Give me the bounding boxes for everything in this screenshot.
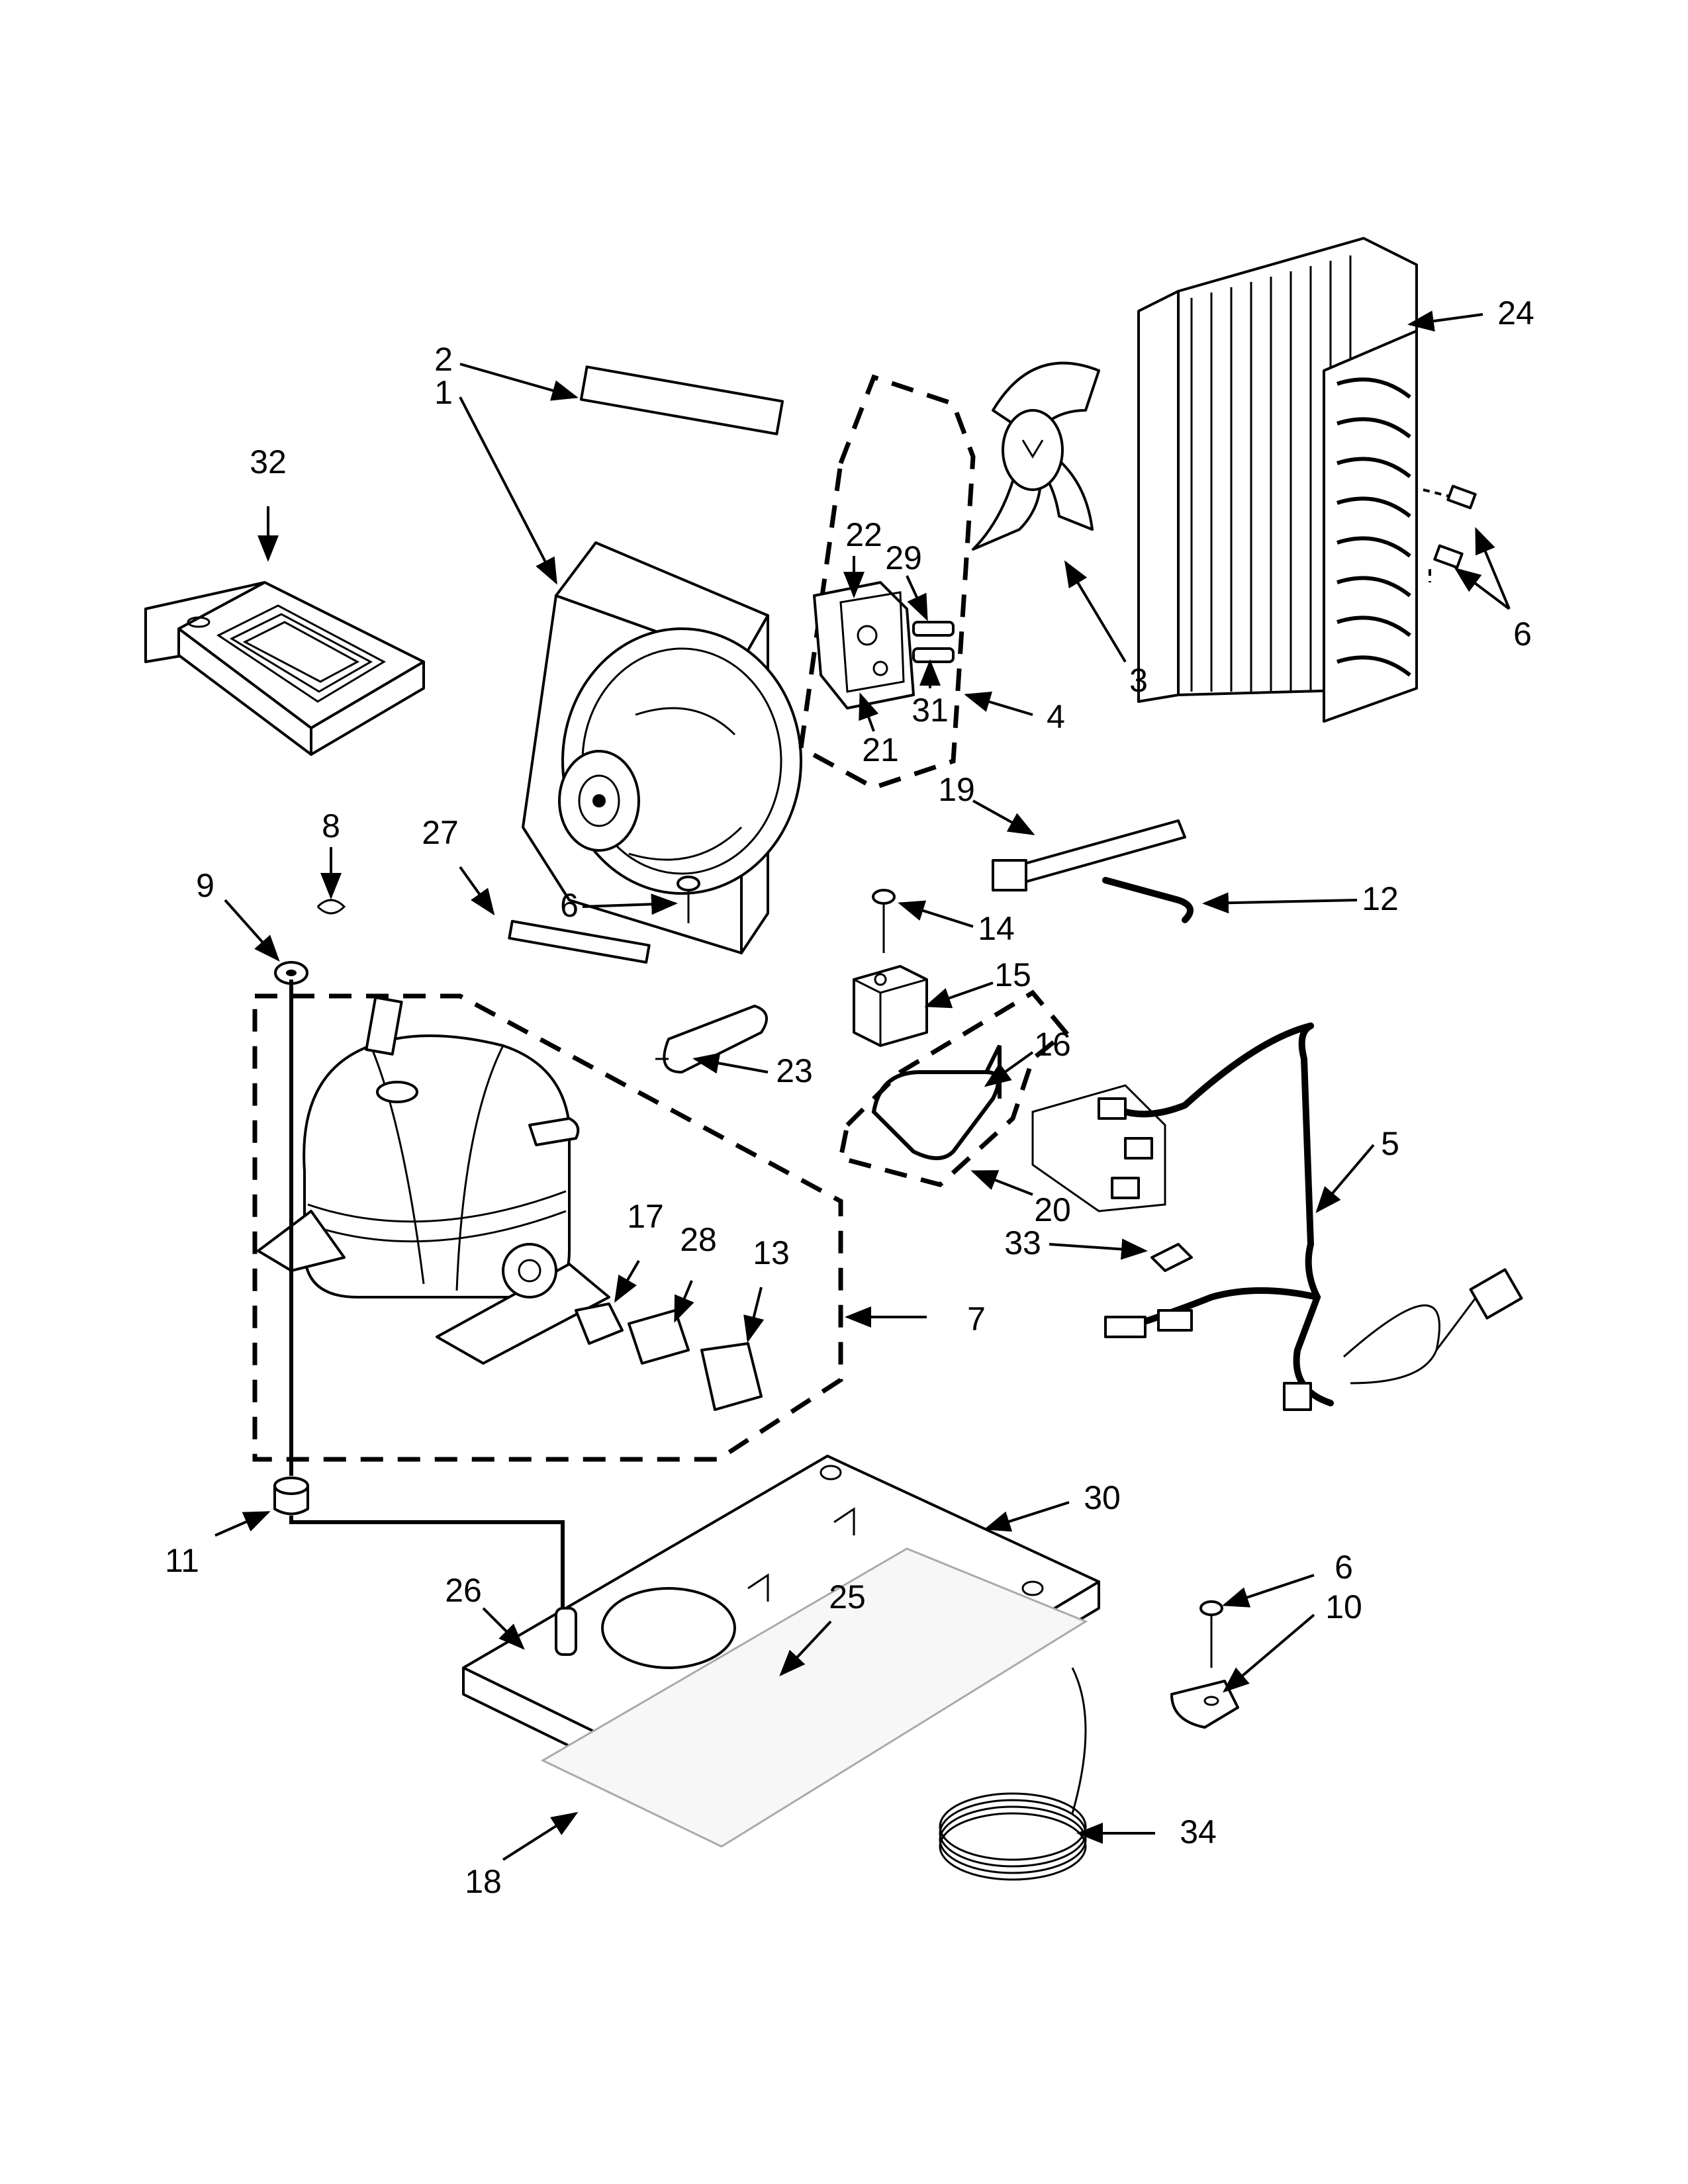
- fan-shroud-part-1: [508, 365, 802, 964]
- callout-16: 16: [1034, 1026, 1071, 1063]
- callout-19: 19: [938, 771, 975, 808]
- callout-13: 13: [753, 1234, 790, 1271]
- callout-21: 21: [862, 731, 899, 768]
- callout-1: 1: [434, 374, 453, 411]
- callout-4: 4: [1047, 698, 1065, 735]
- callout-11: 11: [165, 1542, 199, 1579]
- fan-blade-part-3: [972, 361, 1100, 551]
- callout-30: 30: [1084, 1479, 1121, 1516]
- callout-32: 32: [250, 443, 287, 480]
- callout-31: 31: [912, 692, 949, 729]
- callout-10: 10: [1325, 1588, 1362, 1625]
- callout-18: 18: [465, 1863, 502, 1900]
- callout-22: 22: [845, 516, 882, 553]
- callout-14: 14: [978, 910, 1015, 947]
- callout-34: 34: [1180, 1813, 1217, 1850]
- callout-25: 25: [829, 1578, 866, 1615]
- screw-part-6-shroud: [677, 876, 700, 923]
- clip-part-8: [316, 899, 346, 915]
- insulation-part-18: [540, 1547, 1088, 1848]
- clip-part-33: [1150, 1243, 1193, 1272]
- callout-33: 33: [1004, 1224, 1041, 1261]
- callout-9: 9: [196, 867, 214, 904]
- callout-6-coil: 6: [1513, 615, 1532, 653]
- tube-part-12: [1102, 877, 1194, 923]
- callout-28: 28: [680, 1221, 717, 1258]
- callout-8: 8: [322, 807, 340, 844]
- clamp-part-10: [1170, 1680, 1239, 1729]
- callout-15: 15: [994, 956, 1031, 993]
- callout-24: 24: [1497, 295, 1534, 332]
- callout-7: 7: [967, 1300, 986, 1338]
- callout-6-shroud: 6: [560, 887, 579, 924]
- callout-2: 2: [434, 341, 453, 378]
- screw-part-6-clamp: [1199, 1600, 1223, 1668]
- coiled-tube-part-34: [939, 1667, 1087, 1881]
- bushing-part-11: [273, 979, 565, 1615]
- relay-part-15: [853, 965, 928, 1047]
- motor-assembly-part-4: [798, 374, 976, 790]
- callout-12: 12: [1362, 880, 1399, 917]
- callout-20: 20: [1034, 1191, 1071, 1228]
- filter-drier-part-23: [655, 1005, 768, 1073]
- drain-pan-part-32: [144, 581, 425, 756]
- cable-tie-part-19: [992, 819, 1186, 891]
- callout-labels: 32 2 1 22 29 21 31 4 3 24 6 19 12 14 15 …: [165, 295, 1534, 1900]
- callout-29: 29: [885, 539, 922, 576]
- callout-5: 5: [1381, 1125, 1399, 1162]
- callout-27: 27: [422, 814, 459, 851]
- condenser-coil-part-24: [1137, 237, 1418, 723]
- callout-23: 23: [776, 1052, 813, 1089]
- screws-part-6-coil: [1423, 484, 1477, 582]
- callout-26: 26: [445, 1572, 482, 1609]
- compressor-assembly-part-7: [252, 993, 843, 1462]
- callout-6-clamp: 6: [1335, 1549, 1353, 1586]
- leader-lines: [214, 310, 1511, 1861]
- callout-17: 17: [627, 1198, 664, 1235]
- callout-3: 3: [1129, 662, 1148, 699]
- wire-harness-part-5: [1031, 1023, 1523, 1411]
- screw-part-14: [872, 889, 896, 953]
